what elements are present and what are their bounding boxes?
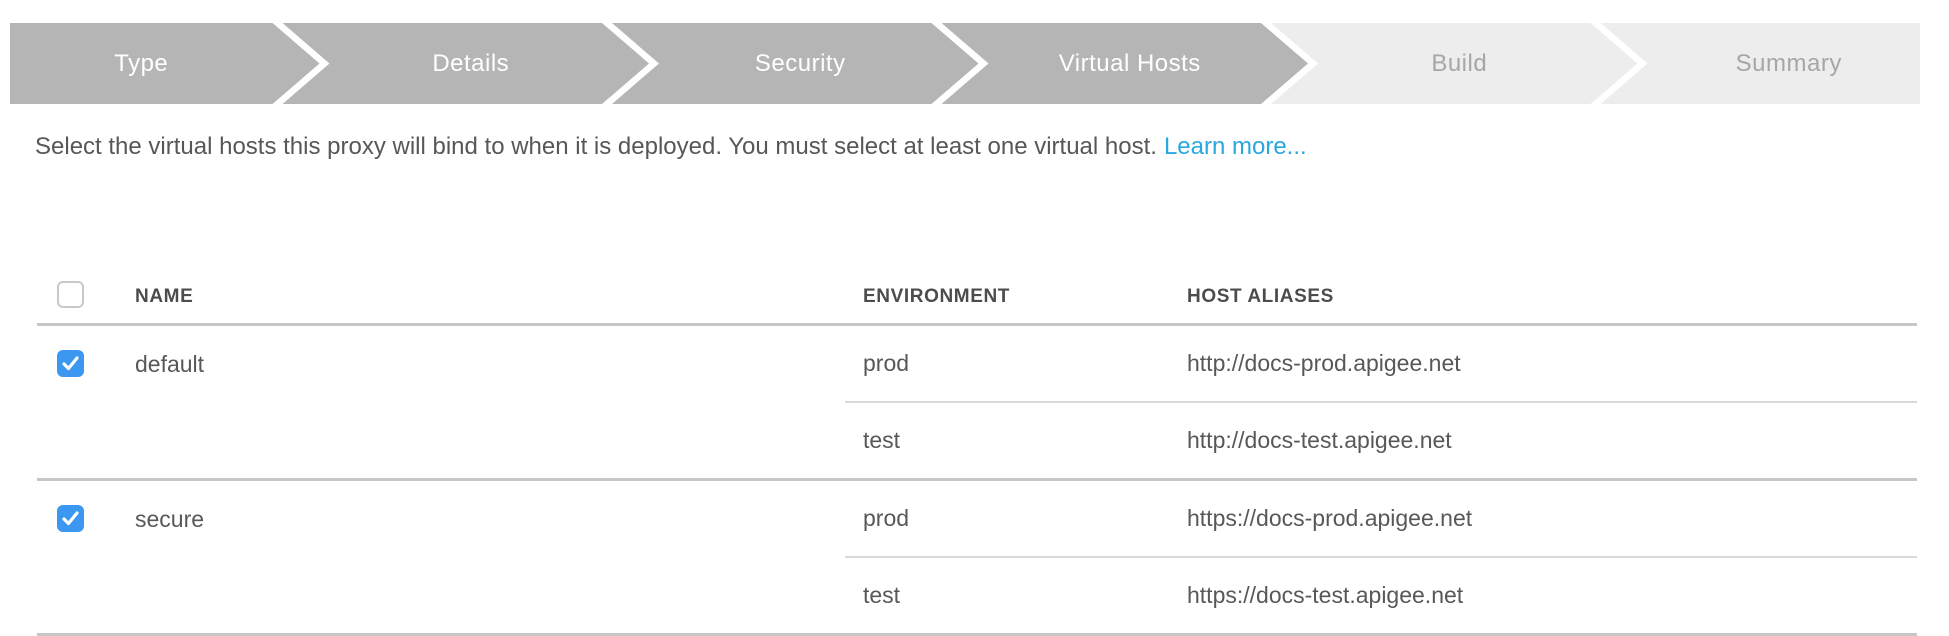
wizard-stepper: Type Details Security Virtual Hosts Buil… bbox=[10, 23, 1920, 104]
step-type[interactable]: Type bbox=[10, 23, 320, 104]
step-label: Summary bbox=[1735, 49, 1842, 77]
step-label: Type bbox=[114, 49, 169, 77]
host-alias-cell: https://docs-test.apigee.net bbox=[1187, 582, 1464, 608]
host-subrows: prod https://docs-prod.apigee.net test h… bbox=[845, 481, 1917, 633]
column-header-host-aliases: HOST ALIASES bbox=[1187, 286, 1334, 307]
step-label: Virtual Hosts bbox=[1058, 49, 1201, 77]
checkmark-icon bbox=[62, 511, 79, 526]
table-row-secure: secure prod https://docs-prod.apigee.net… bbox=[37, 481, 1917, 636]
row-checkbox-default[interactable] bbox=[57, 350, 84, 377]
row-checkbox-secure[interactable] bbox=[57, 505, 84, 532]
step-virtual-hosts[interactable]: Virtual Hosts bbox=[942, 23, 1309, 104]
step-security[interactable]: Security bbox=[612, 23, 979, 104]
step-label: Build bbox=[1431, 49, 1488, 77]
row-checkbox-cell bbox=[37, 481, 135, 633]
environment-cell: test bbox=[863, 582, 901, 608]
checkmark-icon bbox=[62, 356, 79, 371]
select-all-checkbox[interactable] bbox=[57, 281, 84, 308]
row-checkbox-cell bbox=[37, 326, 135, 478]
environment-cell: test bbox=[863, 427, 901, 453]
host-row: test http://docs-test.apigee.net bbox=[845, 403, 1917, 478]
learn-more-link[interactable]: Learn more... bbox=[1163, 133, 1307, 160]
table-row-default: default prod http://docs-prod.apigee.net… bbox=[37, 326, 1917, 481]
virtual-hosts-table: NAME ENVIRONMENT HOST ALIASES default pr… bbox=[37, 271, 1917, 636]
header-checkbox-cell bbox=[37, 281, 135, 313]
environment-cell: prod bbox=[863, 505, 910, 531]
host-subrows: prod http://docs-prod.apigee.net test ht… bbox=[845, 326, 1917, 478]
step-build: Build bbox=[1271, 23, 1638, 104]
vh-name: secure bbox=[135, 506, 205, 532]
host-row: prod http://docs-prod.apigee.net bbox=[845, 326, 1917, 403]
step-label: Details bbox=[432, 49, 510, 77]
step-summary: Summary bbox=[1600, 23, 1920, 104]
column-header-environment: ENVIRONMENT bbox=[863, 286, 1010, 307]
host-row: prod https://docs-prod.apigee.net bbox=[845, 481, 1917, 558]
step-label: Security bbox=[754, 49, 846, 77]
instruction-text: Select the virtual hosts this proxy will… bbox=[35, 130, 1307, 164]
step-details[interactable]: Details bbox=[283, 23, 650, 104]
table-header-row: NAME ENVIRONMENT HOST ALIASES bbox=[37, 271, 1917, 326]
host-alias-cell: http://docs-prod.apigee.net bbox=[1187, 350, 1461, 376]
instruction-body: Select the virtual hosts this proxy will… bbox=[35, 133, 1157, 160]
environment-cell: prod bbox=[863, 350, 910, 376]
vh-name: default bbox=[135, 351, 205, 377]
column-header-name: NAME bbox=[135, 286, 194, 307]
host-alias-cell: https://docs-prod.apigee.net bbox=[1187, 505, 1473, 531]
host-alias-cell: http://docs-test.apigee.net bbox=[1187, 427, 1452, 453]
host-row: test https://docs-test.apigee.net bbox=[845, 558, 1917, 633]
